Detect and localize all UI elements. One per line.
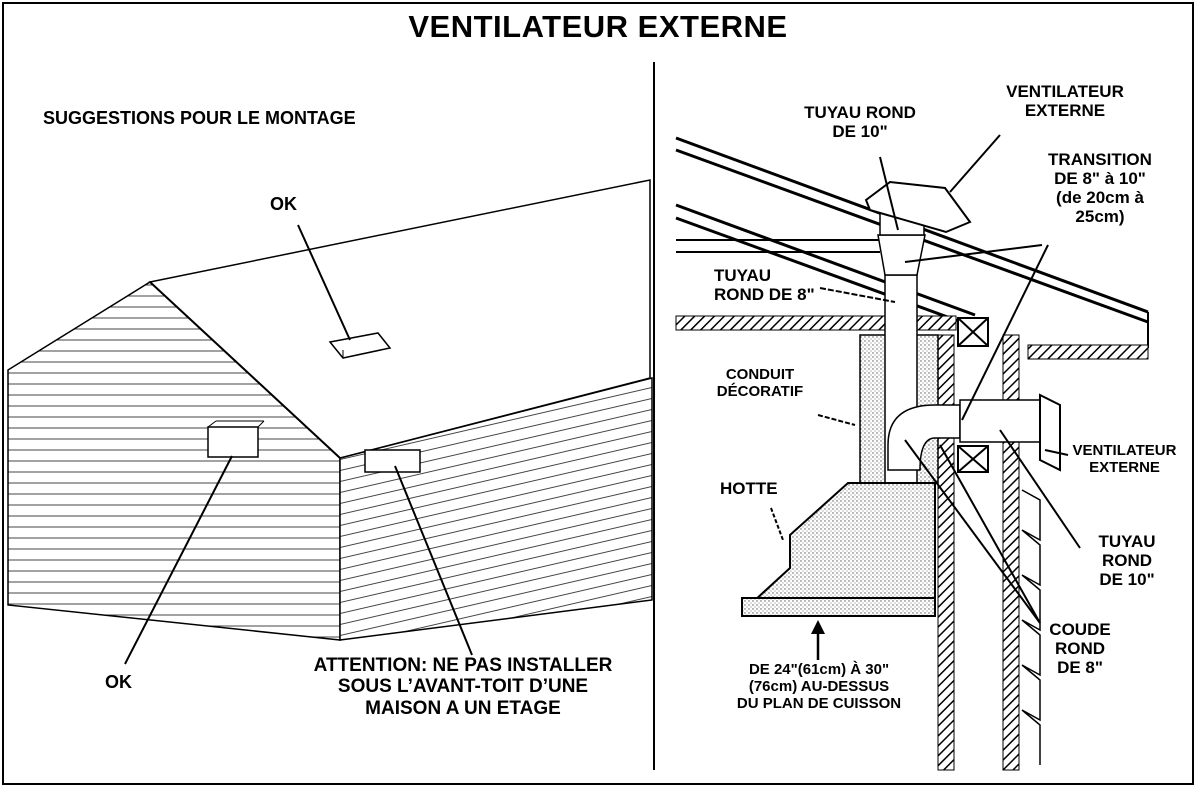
label-ventilateur-externe-side: VENTILATEUR EXTERNE <box>1072 442 1177 476</box>
label-transition: TRANSITION DE 8" à 10" (de 20cm à 25cm) <box>1048 150 1152 227</box>
label-hotte: HOTTE <box>720 479 778 498</box>
eave-warning: ATTENTION: NE PAS INSTALLER SOUS L’AVANT… <box>313 655 613 719</box>
label-hood-height-note: DE 24"(61cm) À 30" (76cm) AU-DESSUS DU P… <box>736 661 902 712</box>
label-ok-roof: OK <box>270 194 297 214</box>
duct-cross-section <box>675 134 1149 771</box>
label-tuyau-rond-10-side: TUYAU ROND DE 10" <box>1098 532 1156 590</box>
mounting-suggestions-heading: SUGGESTIONS POUR LE MONTAGE <box>43 108 356 128</box>
label-ok-wall: OK <box>105 672 132 692</box>
label-tuyau-rond-8: TUYAU ROND DE 8" <box>714 266 815 305</box>
label-tuyau-rond-10-top: TUYAU ROND DE 10" <box>804 103 916 142</box>
house-illustration <box>7 179 653 665</box>
label-coude-rond-8: COUDE ROND DE 8" <box>1049 620 1111 678</box>
label-conduit-decoratif: CONDUIT DÉCORATIF <box>716 366 804 400</box>
page-title: VENTILATEUR EXTERNE <box>408 9 788 44</box>
label-ventilateur-externe-top: VENTILATEUR EXTERNE <box>1006 82 1124 121</box>
